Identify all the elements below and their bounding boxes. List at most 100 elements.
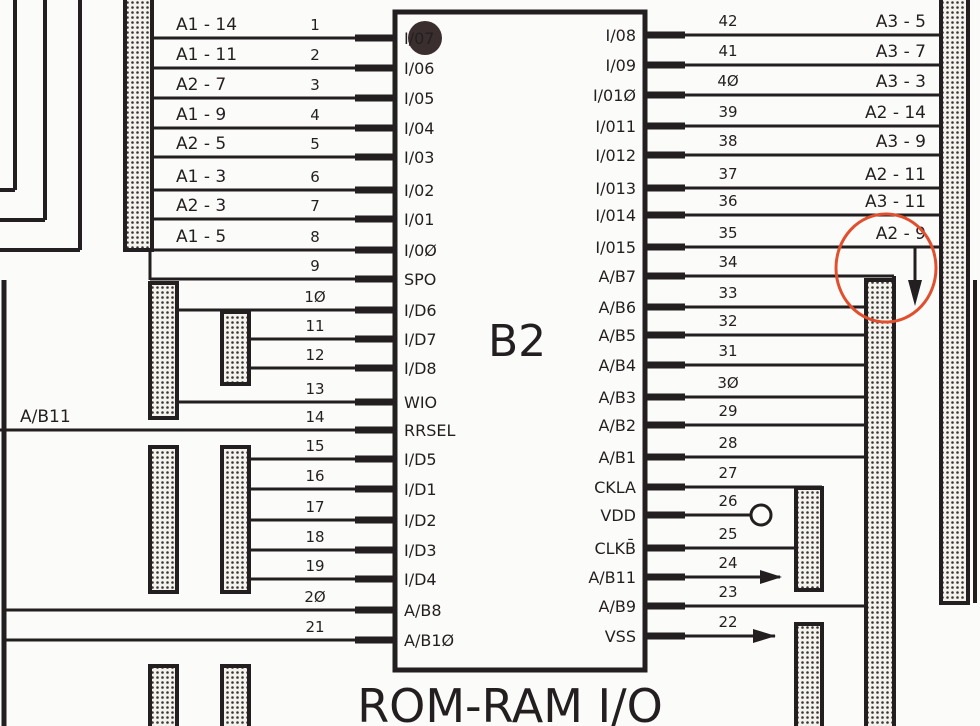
pin-name: I/011 [595,117,636,136]
pin-name: VDD [600,506,636,525]
pin-name: I/D1 [404,480,437,499]
pin-name: A/B9 [599,597,637,616]
bus-bar [794,486,824,592]
pin-name: I/014 [595,206,636,225]
pin-number: 26 [718,492,737,510]
pin-name: I/01Ø [593,86,636,105]
bus-bars [123,0,970,726]
net-label: A2 - 5 [176,134,226,154]
net-label: A3 - 7 [876,42,926,62]
pin-number: 36 [718,192,737,210]
pin-name: A/B4 [599,356,637,375]
pin-name: RRSEL [404,421,456,440]
pin-number: 34 [718,253,737,271]
pin-number: 9 [310,257,320,275]
pin-number: 42 [718,12,737,30]
net-label: A/B11 [20,407,71,427]
vdd-terminal-icon [749,503,773,527]
pin-number: 3 [310,76,320,94]
pin-number: 2Ø [304,588,326,606]
pin-name: I/D3 [404,541,437,560]
pin-number: 24 [718,554,737,572]
pin-number: 33 [718,284,737,302]
pin-name: I/06 [404,59,434,78]
pin-name: A/B7 [599,267,637,286]
pin-number: 6 [310,168,320,186]
bus-bar [939,0,970,605]
pin-name: I/D5 [404,450,437,469]
net-label: A2 - 3 [176,196,226,216]
bus-bar [148,664,179,726]
pin-name: CKLA [594,478,636,497]
bus-bar [148,445,179,594]
pin-name: I/D4 [404,570,437,589]
pin-number: 4Ø [717,72,739,90]
pin-name: A/B11 [588,568,636,587]
pin-name: I/07 [404,29,434,48]
arrow-right-icon [760,570,782,584]
net-label: A1 - 11 [176,45,237,65]
chip-outline [392,9,648,673]
pin-number: 15 [305,437,324,455]
pin-name: I/D7 [404,330,437,349]
pin-number: 5 [310,135,320,153]
pin-number: 1Ø [304,288,326,306]
net-label: A2 - 9 [876,224,926,244]
pin-name: I/D6 [404,301,437,320]
pin-name: WIO [404,393,437,412]
pin-number: 2 [310,46,320,64]
pin-name: I/01 [404,210,434,229]
diagram-title: ROM-RAM I/O [357,679,663,726]
bus-bar [864,278,896,726]
pin-name: I/08 [606,26,636,45]
pin-number: 8 [310,228,320,246]
net-label: A3 - 9 [876,132,926,152]
pin-number: 41 [718,42,737,60]
pin-number: 16 [305,467,324,485]
pin-name: A/B6 [599,298,637,317]
pin-number: 14 [305,408,324,426]
pin-number: 25 [718,525,737,543]
net-label: A1 - 5 [176,227,226,247]
pin-number: 19 [305,557,324,575]
net-label: A3 - 5 [876,12,926,32]
pin-number: 17 [305,498,324,516]
pin-number: 31 [718,342,737,360]
pin-number: 7 [310,197,320,215]
pin-number: 13 [305,380,324,398]
pin-number: 39 [718,103,737,121]
net-label: A2 - 7 [176,75,226,95]
arrow-right-icon [753,629,776,643]
pin-name: A/B1Ø [404,631,454,650]
pin-number: 23 [718,583,737,601]
bus-bar [220,664,251,726]
bus-bar [220,310,251,386]
chip-label: B2 [488,316,546,367]
bus-bar [123,0,154,252]
pin-number: 27 [718,464,737,482]
pin-number: 18 [305,528,324,546]
net-label: A1 - 3 [176,167,226,187]
bus-bar [148,281,179,420]
pin-name: I/02 [404,181,434,200]
net-label: A2 - 11 [865,165,926,185]
pin-name: I/04 [404,119,434,138]
pin-name: I/03 [404,148,434,167]
net-label: A3 - 3 [876,72,926,92]
pin-name: A/B8 [404,601,442,620]
pin-number: 1 [310,16,320,34]
pin-name: I/05 [404,89,434,108]
pin-number: 38 [718,132,737,150]
pin-number: 35 [718,224,737,242]
pin-name: A/B5 [599,326,637,345]
pin-name: SPO [404,270,436,289]
pin-number: 29 [718,402,737,420]
pin-number: 11 [305,317,324,335]
pin-name: I/015 [595,238,636,257]
pin-number: 21 [305,618,324,636]
pin-name: A/B2 [599,416,637,435]
bus-bar [220,445,251,594]
